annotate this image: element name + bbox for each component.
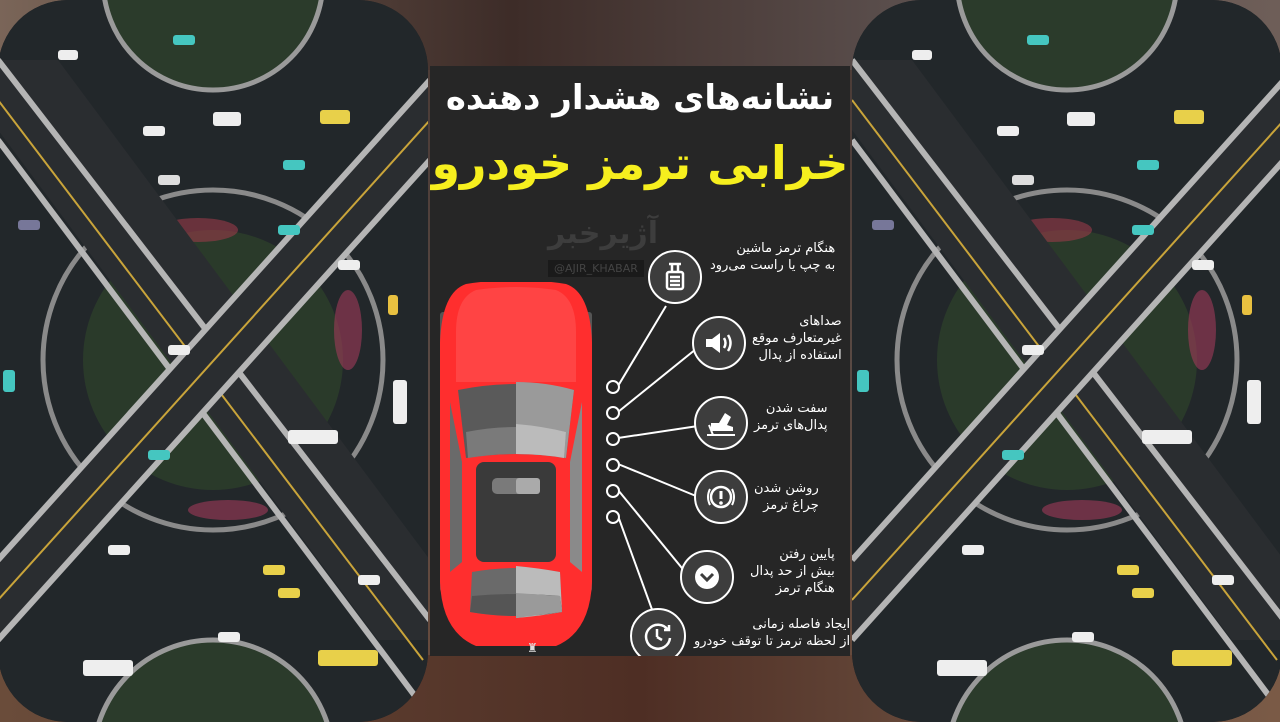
- connector-dot: [606, 510, 620, 524]
- sign-text-line: هنگام ترمز ماشین: [736, 241, 836, 256]
- aerial-photo-right: [852, 0, 1280, 722]
- title-line-1: نشانه‌های هشدار دهنده: [445, 78, 835, 118]
- connector-lines: [617, 305, 699, 627]
- speaker-sound-icon: [692, 316, 746, 370]
- sign-text-line: بیش از حد پدال: [750, 564, 835, 579]
- brand-watermark: آژیرخبر: [548, 216, 659, 251]
- aerial-photo-left: [0, 0, 428, 722]
- crest-logo-icon: ♜: [527, 641, 538, 655]
- sign-text-line: غیرمتعارف موقع: [752, 331, 842, 346]
- connector-dot: [606, 458, 620, 472]
- sign-text-line: سفت شدن: [765, 401, 828, 416]
- sign-text-line: پدال‌های ترمز: [754, 418, 828, 433]
- handle-watermark: @AJIR_KHABAR: [548, 260, 644, 277]
- clock-history-icon: [630, 608, 686, 656]
- sign-item-stiff-pedal: سفت شدن پدال‌های ترمز: [694, 396, 828, 450]
- sign-item-stopping-delay: ایجاد فاصله زمانی از لحظه ترمز تا توقف خ…: [630, 608, 850, 656]
- connector-dot: [606, 380, 620, 394]
- sign-item-noise: صداهای غیرمتعارف موقع استفاده از پدال: [692, 314, 842, 370]
- connector-dot: [606, 432, 620, 446]
- sign-item-low-pedal: پایین رفتن بیش از حد پدال هنگام ترمز: [680, 547, 835, 604]
- sign-text-line: صداهای: [799, 314, 842, 329]
- connector-dot: [606, 406, 620, 420]
- steering-pull-icon: [648, 250, 702, 304]
- foot-pedal-icon: [694, 396, 748, 450]
- title-line-2: خرابی ترمز خودرو: [431, 136, 849, 190]
- connector-dot: [606, 484, 620, 498]
- sign-text-line: چراغ ترمز: [763, 498, 819, 513]
- sign-text-line: پایین رفتن: [779, 547, 835, 562]
- chevron-down-icon: [680, 550, 734, 604]
- sign-text-line: روشن شدن: [754, 481, 819, 496]
- infographic-card: نشانه‌های هشدار دهنده خرابی ترمز خودرو آ…: [430, 66, 850, 656]
- brake-warning-light-icon: [694, 470, 748, 524]
- sign-text-line: به چپ یا راست می‌رود: [710, 258, 836, 273]
- sign-item-steering-pull: هنگام ترمز ماشین به چپ یا راست می‌رود: [648, 241, 835, 304]
- sign-item-warning-light: روشن شدن چراغ ترمز: [694, 470, 819, 524]
- red-car-topview: [440, 282, 592, 646]
- sign-text-line: استفاده از پدال: [758, 348, 842, 363]
- sign-text-line: از لحظه ترمز تا توقف خودرو: [694, 634, 850, 649]
- sign-text-line: ایجاد فاصله زمانی: [752, 617, 850, 632]
- sign-text-line: هنگام ترمز: [775, 581, 835, 596]
